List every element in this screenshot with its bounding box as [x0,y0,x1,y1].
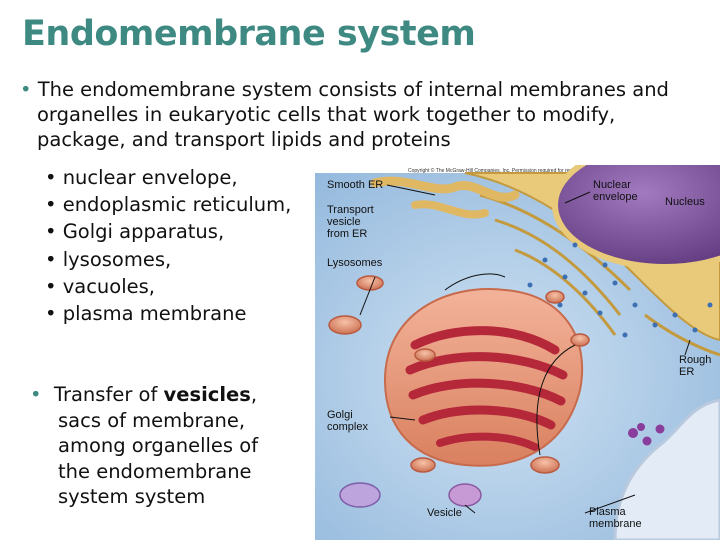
nucleus-shape [552,165,720,270]
label-rough-er-1: Rough [679,354,711,366]
organelle-item: • Golgi apparatus, [45,220,225,244]
vesicle-shapes [328,275,590,508]
organelle-item: • plasma membrane [45,302,247,326]
er-cisterna [494,218,622,316]
vesicle-note-bullet: • [30,383,42,406]
label-golgi-complex-2: complex [327,421,368,433]
vesicle-note-post: , [250,383,258,406]
leader-lines [359,184,691,514]
vesicle-note-bold: vesicles [163,383,251,406]
intro-lead: • The endomembrane system consists of in… [20,77,680,152]
smooth-er-shape [370,176,520,202]
label-transport-vesicle-1: Transport [327,204,374,216]
label-smooth-er: Smooth ER [327,179,383,191]
label-nuclear-envelope-2: envelope [593,191,638,203]
organelle-item: • nuclear envelope, [45,166,238,189]
label-rough-er-2: ER [679,366,694,378]
slide-title: Endomembrane system [22,14,476,54]
label-transport-vesicle-2: vesicle [327,216,361,228]
label-transport-vesicle-3: from ER [327,228,367,240]
label-nuclear-envelope-1: Nuclear [593,179,631,191]
organelle-item: • endoplasmic reticulum, [45,193,292,217]
organelle-list: • nuclear envelope, • endoplasmic reticu… [45,164,291,327]
label-lysosomes: Lysosomes [327,257,383,269]
vesicle-note-pre: Transfer of [53,383,164,406]
figure-copyright: Copyright © The McGraw-Hill Companies, I… [408,168,617,174]
intro-line-3: package, and transport lipids and protei… [37,128,451,151]
vesicle-note-line-4: the endomembrane [58,459,252,483]
vesicle-note-line-1: • Transfer of vesicles, [30,382,310,408]
label-golgi-complex-1: Golgi [327,409,353,421]
smooth-er-shape [411,200,489,219]
vesicle-transfer-note: • Transfer of vesicles, sacs of membrane… [30,382,310,510]
label-plasma-membrane-1: Plasma [589,506,627,518]
secreted-particles [628,423,665,446]
intro-paragraph: • The endomembrane system consists of in… [20,77,680,152]
label-vesicle: Vesicle [427,507,462,519]
ribosome-dots [527,242,713,338]
vesicle-note-line-3: among organelles of [58,434,259,458]
er-cisterna [514,248,617,336]
golgi-complex-shape [383,288,584,467]
endomembrane-illustration: Smooth ER Transport vesicle from ER Nucl… [315,165,720,540]
er-cisterna [644,313,720,357]
vesicle-note-line-2: sacs of membrane, [58,408,246,432]
intro-line-2: organelles in eukaryotic cells that work… [37,103,616,126]
organelle-item: • vacuoles, [45,274,155,298]
label-plasma-membrane-2: membrane [589,518,642,530]
plasma-membrane-shape [613,398,720,540]
intro-line-1: The endomembrane system consists of inte… [37,78,669,101]
vesicle-note-line-5: system system [58,485,206,509]
label-nucleus: Nucleus [665,196,705,208]
intro-bullet: • [20,78,32,101]
organelle-item: • lysosomes, [45,247,172,271]
